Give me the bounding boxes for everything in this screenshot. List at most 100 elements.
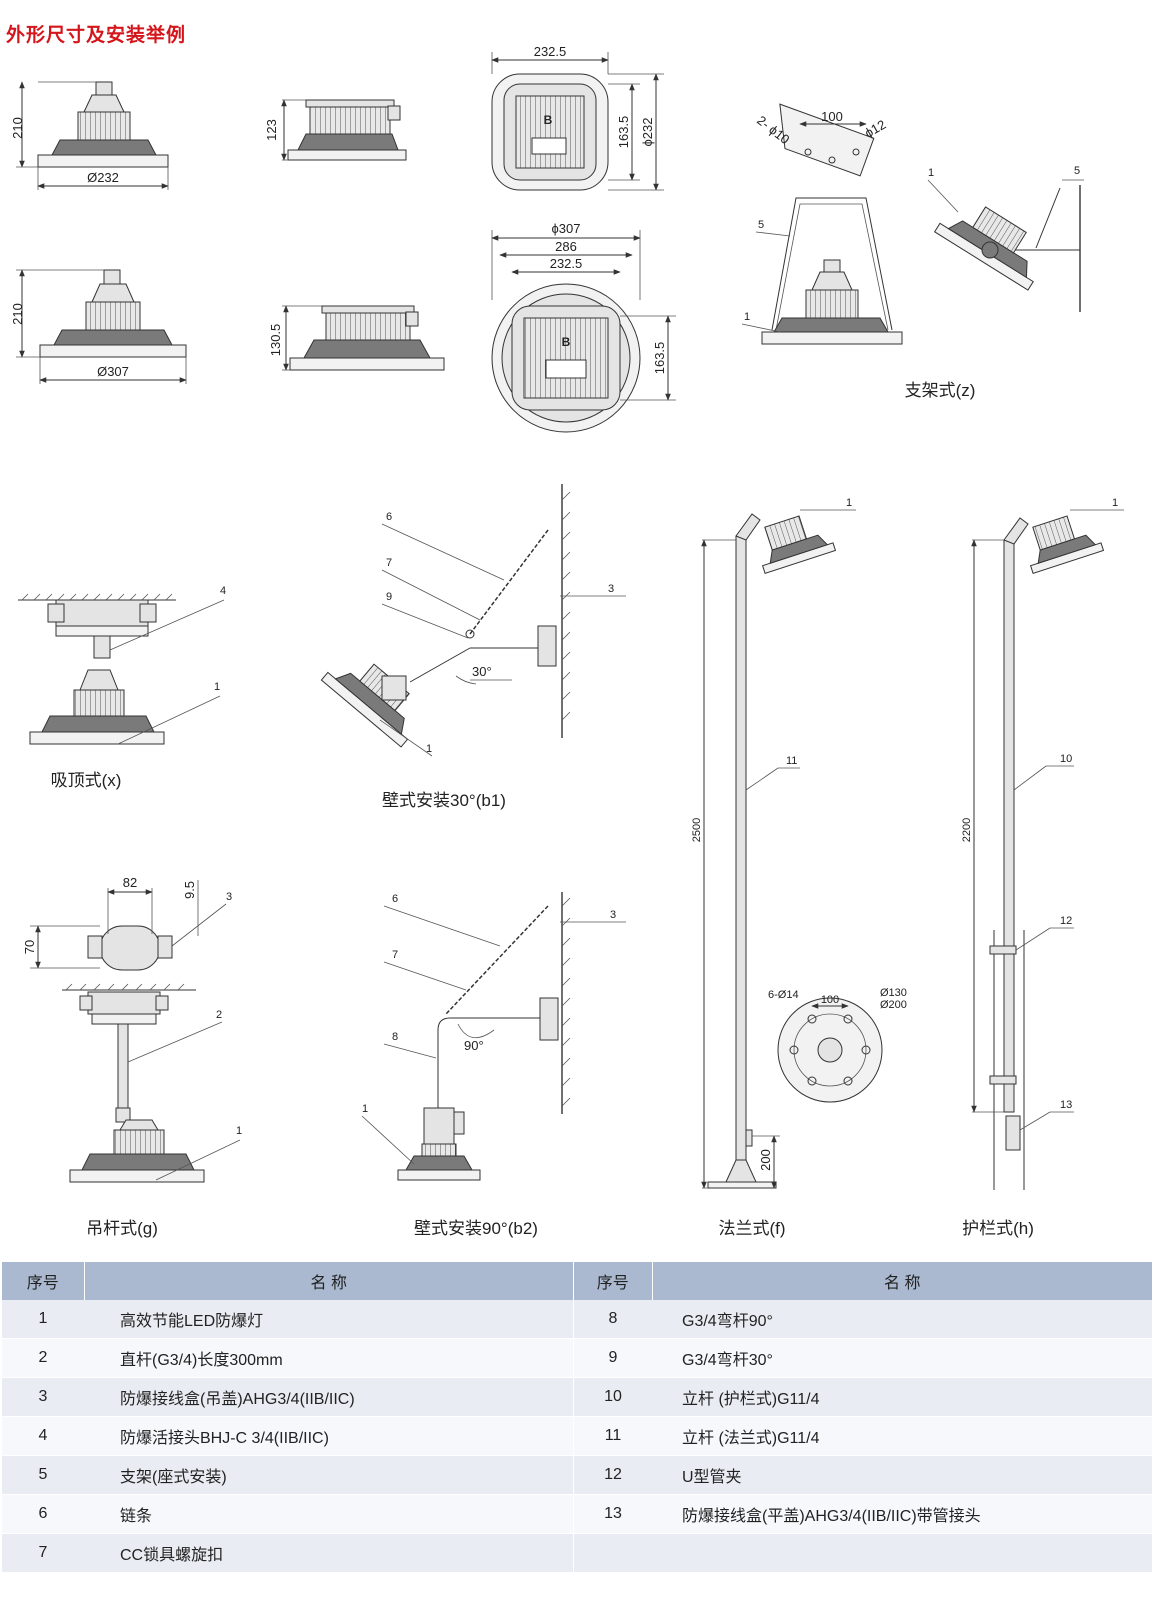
dim-diameter-232: Ø232 (87, 170, 119, 185)
row-no-2: 12 (573, 1455, 652, 1495)
wall-mount-90-b2: 90° 6 7 3 8 1 (361, 892, 626, 1181)
caption-pendant-g: 吊杆式(g) (86, 1219, 158, 1238)
callout-h-12: 12 (1060, 915, 1072, 927)
table-row: 6 链条 13 防爆接线盒(平盖)AHG3/4(IIB/IIC)带管接头 (2, 1494, 1152, 1534)
callout-g-1: 1 (236, 1125, 242, 1137)
row-name-2: G3/4弯杆30° (652, 1338, 1152, 1378)
callout-z-1: 1 (744, 311, 750, 323)
dim-286: 286 (555, 239, 577, 254)
caption-guardrail-h: 护栏式(h) (962, 1219, 1034, 1238)
callout-g-3: 3 (226, 891, 232, 903)
caption-ceiling-x: 吸顶式(x) (51, 771, 122, 790)
callout-g-2: 2 (216, 1009, 222, 1021)
dim-diameter-307: Ø307 (97, 364, 129, 379)
row-no-2: 10 (573, 1377, 652, 1417)
dim-2200: 2200 (961, 818, 973, 842)
callout-b1-7: 7 (386, 557, 392, 569)
row-no-2 (573, 1533, 652, 1573)
header-name: 名 称 (84, 1262, 574, 1300)
dim-70: 70 (22, 940, 37, 954)
row-no: 6 (2, 1494, 84, 1534)
table-row: 5 支架(座式安装) 12 U型管夹 (2, 1455, 1152, 1495)
row-name: 链条 (84, 1494, 574, 1534)
callout-b2-6: 6 (392, 893, 398, 905)
dim-100-flange: 100 (821, 994, 839, 1006)
callout-z2-5: 5 (1074, 165, 1080, 177)
dim-phi-307: ϕ307 (552, 221, 581, 236)
callout-b2-1: 1 (362, 1103, 368, 1115)
wall-bracket-side: 1 5 (927, 165, 1084, 312)
dim-210: 210 (10, 117, 25, 139)
table-row: 7 CC锁具螺旋扣 (2, 1533, 1152, 1573)
row-name-2: 立杆 (法兰式)G11/4 (652, 1416, 1152, 1456)
row-no: 4 (2, 1416, 84, 1456)
dim-232-5-bottom: 232.5 (550, 256, 583, 271)
header-name-2: 名 称 (652, 1262, 1152, 1300)
parts-table: 序号 名 称 序号 名 称 1 高效节能LED防爆灯 8 G3/4弯杆90° 2… (2, 1262, 1152, 1573)
dim-163-5-top: 163.5 (616, 116, 631, 149)
callout-b2-8: 8 (392, 1031, 398, 1043)
pendant-rod-g: 82 9.5 70 3 2 1 (22, 875, 242, 1183)
row-no: 5 (2, 1455, 84, 1495)
callout-x-1: 1 (214, 681, 220, 693)
row-name: 支架(座式安装) (84, 1455, 574, 1495)
callout-f-1: 1 (846, 497, 852, 509)
row-name-2: G3/4弯杆90° (652, 1300, 1152, 1339)
ceiling-mount-x: 4 1 (18, 585, 226, 745)
svg-text:B: B (544, 113, 553, 127)
row-no-2: 13 (573, 1494, 652, 1534)
table-row: 1 高效节能LED防爆灯 8 G3/4弯杆90° (2, 1300, 1152, 1339)
dim-82: 82 (123, 875, 137, 890)
lamp-232-side-view: 210 Ø232 (10, 81, 169, 190)
callout-b1-1: 1 (426, 743, 432, 755)
row-no: 7 (2, 1533, 84, 1573)
callout-b1-6: 6 (386, 511, 392, 523)
svg-text:B: B (562, 335, 571, 349)
callout-z-5: 5 (758, 219, 764, 231)
row-name: 高效节能LED防爆灯 (84, 1300, 574, 1339)
dim-163-5-bottom: 163.5 (652, 342, 667, 375)
lamp-front-view-123: 123 (264, 99, 407, 161)
caption-wall-30-b1: 壁式安装30°(b1) (382, 791, 506, 810)
callout-b2-7: 7 (392, 949, 398, 961)
dim-phi-200: Ø200 (880, 999, 907, 1011)
dim-9-5: 9.5 (182, 881, 197, 899)
dim-2500: 2500 (691, 818, 703, 842)
row-name: 防爆接线盒(吊盖)AHG3/4(IIB/IIC) (84, 1377, 574, 1417)
lamp-232-top-view: B 232.5 163.5 ϕ232 (491, 44, 664, 191)
wall-mount-30-b1: 30° 6 7 9 3 1 (320, 484, 626, 757)
bracket-mount-z: 1 5 (741, 197, 903, 345)
callout-h-10: 10 (1060, 753, 1072, 765)
callout-f-11: 11 (786, 755, 797, 767)
lamp-307-side-view: 210 Ø307 (10, 269, 187, 384)
table-row: 4 防爆活接头BHJ-C 3/4(IIB/IIC) 11 立杆 (法兰式)G11… (2, 1416, 1152, 1456)
lamp-307-top-view: B ϕ307 286 232.5 163.5 (491, 221, 676, 433)
row-name: CC锁具螺旋扣 (84, 1533, 574, 1573)
row-no-2: 9 (573, 1338, 652, 1378)
dim-phi-130: Ø130 (880, 987, 907, 999)
header-no-2: 序号 (573, 1262, 653, 1300)
dim-90-degrees: 90° (464, 1038, 484, 1053)
row-name-2: 立杆 (护栏式)G11/4 (652, 1377, 1152, 1417)
dim-6-phi-14: 6-Ø14 (768, 989, 799, 1001)
row-name: 直杆(G3/4)长度300mm (84, 1338, 574, 1378)
flange-plate-top-view: 100 6-Ø14 Ø130 Ø200 (768, 987, 907, 1103)
callout-b1-3: 3 (608, 583, 614, 595)
callout-z2-1: 1 (928, 167, 934, 179)
dim-phi-232: ϕ232 (640, 118, 655, 147)
flange-pole-f: 2500 200 1 11 (691, 497, 856, 1189)
callout-x-4: 4 (220, 585, 226, 597)
dim-200-base: 200 (758, 1149, 773, 1171)
caption-wall-90-b2: 壁式安装90°(b2) (414, 1219, 538, 1238)
callout-h-13: 13 (1060, 1099, 1072, 1111)
row-no: 3 (2, 1377, 84, 1417)
guardrail-pole-h: 2200 1 10 12 13 (961, 497, 1124, 1190)
dim-210-b: 210 (10, 303, 25, 325)
header-no: 序号 (2, 1262, 85, 1300)
callout-b2-3: 3 (610, 909, 616, 921)
row-name-2: U型管夹 (652, 1455, 1152, 1495)
technical-drawing: 210 Ø232 123 B 232.5 163.5 ϕ232 (10, 44, 1124, 1238)
row-no: 1 (2, 1300, 84, 1339)
dim-100-bracket: 100 (821, 109, 843, 124)
bracket-top-view: 100 2- ϕ10 ϕ12 (754, 103, 888, 177)
